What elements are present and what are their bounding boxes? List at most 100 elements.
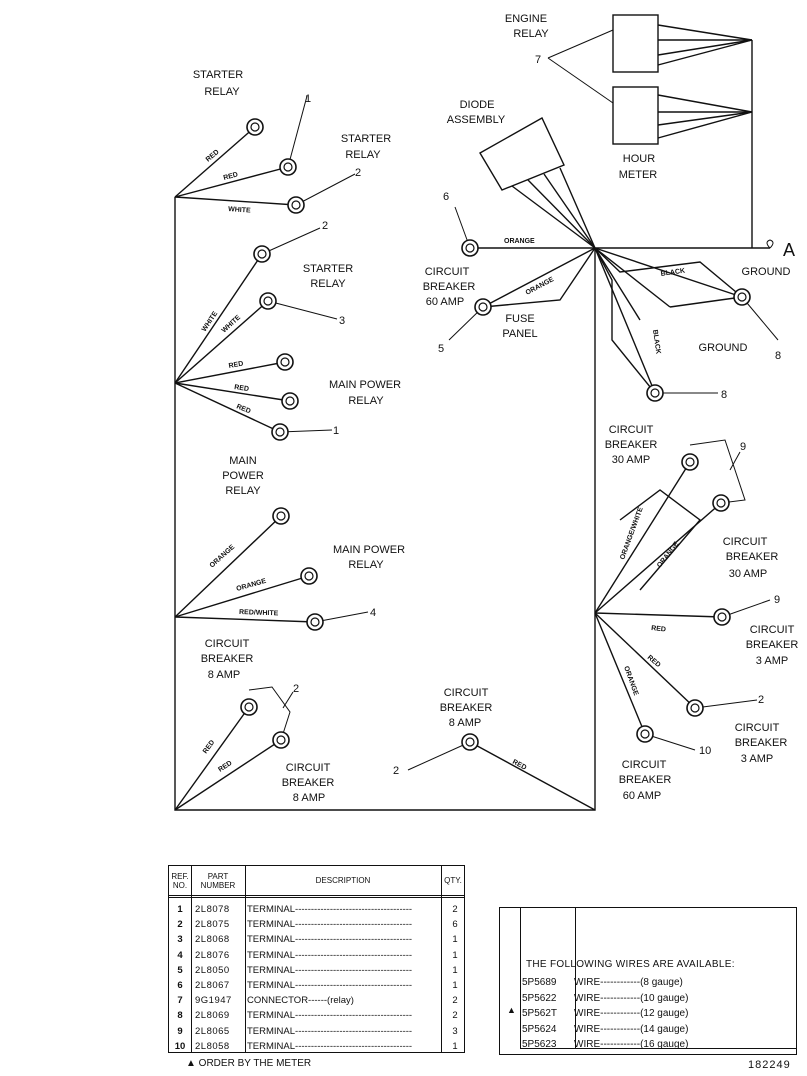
ref-cell: 9 bbox=[177, 1025, 183, 1037]
wire-description: WIRE------------(16 gauge) bbox=[574, 1039, 689, 1050]
wire-description: WIRE------------(12 gauge) bbox=[574, 1008, 689, 1019]
part-number-cell: 2L8078 bbox=[195, 904, 230, 915]
description-cell: TERMINAL--------------------------------… bbox=[247, 919, 413, 931]
wire-label-red-white: RED/WHITE bbox=[239, 609, 279, 617]
ref-cell: 3 bbox=[177, 934, 183, 946]
ref-number: 10 bbox=[699, 745, 711, 757]
label-ground-2: GROUND bbox=[699, 342, 748, 354]
wire-label-red: RED bbox=[235, 403, 251, 415]
ref-number: 2 bbox=[322, 220, 328, 232]
circuit-breaker-60amp-upper-group bbox=[448, 206, 596, 341]
label-cb30-1a: CIRCUIT bbox=[609, 424, 654, 436]
wire-label-orange: ORANGE bbox=[622, 665, 639, 697]
order-marker: ▲ bbox=[507, 1005, 516, 1015]
wire-label-red: RED bbox=[223, 171, 239, 182]
ref-number: 8 bbox=[775, 350, 781, 362]
label-cb8-center-a: CIRCUIT bbox=[444, 687, 489, 699]
part-number-cell: 2L8058 bbox=[195, 1040, 230, 1052]
qty-cell: 1 bbox=[452, 1040, 458, 1052]
label-cb8-lower-c: 8 AMP bbox=[293, 792, 325, 804]
ref-number: 5 bbox=[438, 343, 444, 355]
label-cb30-1c: 30 AMP bbox=[612, 454, 651, 466]
ref-number: 4 bbox=[370, 607, 376, 619]
circuit-breaker-8amp-center-group bbox=[407, 733, 596, 811]
description-cell: TERMINAL--------------------------------… bbox=[247, 1025, 413, 1037]
label-cb60-lower-c: 60 AMP bbox=[623, 790, 662, 802]
footnote: ▲ ORDER BY THE METER bbox=[186, 1058, 312, 1069]
description-cell: TERMINAL--------------------------------… bbox=[247, 934, 413, 946]
part-number-cell: 2L8068 bbox=[195, 934, 230, 946]
figure-number: 182249 bbox=[748, 1059, 791, 1071]
label-cb3-1c: 3 AMP bbox=[756, 655, 788, 667]
description-cell: TERMINAL--------------------------------… bbox=[247, 949, 413, 961]
wire-label-black: BLACK bbox=[660, 268, 685, 278]
label-cb60-upper-b: BREAKER bbox=[423, 281, 476, 293]
ref-cell: 7 bbox=[177, 995, 183, 1007]
label-cb60-lower-b: BREAKER bbox=[619, 774, 672, 786]
wire-label-black-vertical: BLACK bbox=[651, 329, 661, 354]
label-cb8-left-a: CIRCUIT bbox=[205, 638, 250, 650]
label-main-power-relay-2a: MAIN bbox=[229, 455, 257, 467]
label-diode-assembly-a: DIODE bbox=[460, 99, 495, 111]
wire-label-white: WHITE bbox=[228, 206, 251, 215]
label-main-power-relay-2b: POWER bbox=[222, 470, 264, 482]
wire-part-number: 5P562T bbox=[522, 1008, 558, 1019]
label-cb8-center-b: BREAKER bbox=[440, 702, 493, 714]
label-cb8-lower-a: CIRCUIT bbox=[286, 762, 331, 774]
wire-label-white: WHITE bbox=[221, 314, 243, 335]
label-cb60-upper-a: CIRCUIT bbox=[425, 266, 470, 278]
header-qty: QTY. bbox=[444, 876, 462, 885]
label-cb3-1a: CIRCUIT bbox=[750, 624, 795, 636]
starter-relay-group-2 bbox=[174, 227, 338, 441]
description-cell: TERMINAL--------------------------------… bbox=[247, 1040, 413, 1052]
ref-cell: 4 bbox=[177, 949, 183, 961]
wires-heading: THE FOLLOWING WIRES ARE AVAILABLE: bbox=[526, 959, 735, 970]
circuit-breaker-8amp-left-group bbox=[174, 686, 294, 811]
wire-description: WIRE------------(8 gauge) bbox=[574, 977, 683, 988]
label-main-power-relay-3b: RELAY bbox=[348, 559, 384, 571]
ref-number: 9 bbox=[774, 594, 780, 606]
wire-label-red: RED bbox=[202, 739, 216, 755]
label-main-power-relay-1a: MAIN POWER bbox=[329, 379, 401, 391]
label-cb3-1b: BREAKER bbox=[746, 639, 799, 651]
wire-label-orange: ORANGE bbox=[209, 544, 237, 570]
qty-cell: 1 bbox=[452, 949, 458, 961]
table-row: 3 2L8068 TERMINAL-------------------------… bbox=[169, 932, 464, 947]
qty-cell: 3 bbox=[452, 1025, 458, 1037]
part-number-cell: 2L8075 bbox=[195, 919, 230, 931]
label-starter-relay-2a: STARTER bbox=[341, 133, 391, 145]
wire-label-red: RED bbox=[651, 625, 666, 634]
label-starter-relay-3b: RELAY bbox=[310, 278, 346, 290]
label-cb30-2c: 30 AMP bbox=[729, 568, 768, 580]
ref-number: 8 bbox=[721, 389, 727, 401]
diode-assembly bbox=[479, 117, 596, 249]
label-hour-meter-a: HOUR bbox=[623, 153, 655, 165]
ref-number: 1 bbox=[333, 425, 339, 437]
ref-number: 2 bbox=[293, 683, 299, 695]
wire-label-red: RED bbox=[228, 361, 244, 370]
wire-label-red: RED bbox=[511, 759, 527, 772]
part-number-cell: 2L8050 bbox=[195, 964, 230, 976]
label-cb60-upper-c: 60 AMP bbox=[426, 296, 465, 308]
label-cb8-left-b: BREAKER bbox=[201, 653, 254, 665]
label-fuse-panel-a: FUSE bbox=[505, 313, 534, 325]
label-starter-relay-1a: STARTER bbox=[193, 69, 243, 81]
label-cb3-2b: BREAKER bbox=[735, 737, 788, 749]
description-cell: TERMINAL--------------------------------… bbox=[247, 1010, 413, 1022]
wire-label-red: RED bbox=[217, 760, 233, 774]
qty-cell: 1 bbox=[452, 979, 458, 991]
wires-available-box: THE FOLLOWING WIRES ARE AVAILABLE: ▲ 5P5… bbox=[499, 907, 797, 1055]
qty-cell: 2 bbox=[452, 995, 458, 1007]
label-cb60-lower-a: CIRCUIT bbox=[622, 759, 667, 771]
label-hour-meter-b: METER bbox=[619, 169, 658, 181]
qty-cell: 2 bbox=[452, 904, 458, 915]
wire-part-number: 5P5623 bbox=[522, 1039, 557, 1050]
